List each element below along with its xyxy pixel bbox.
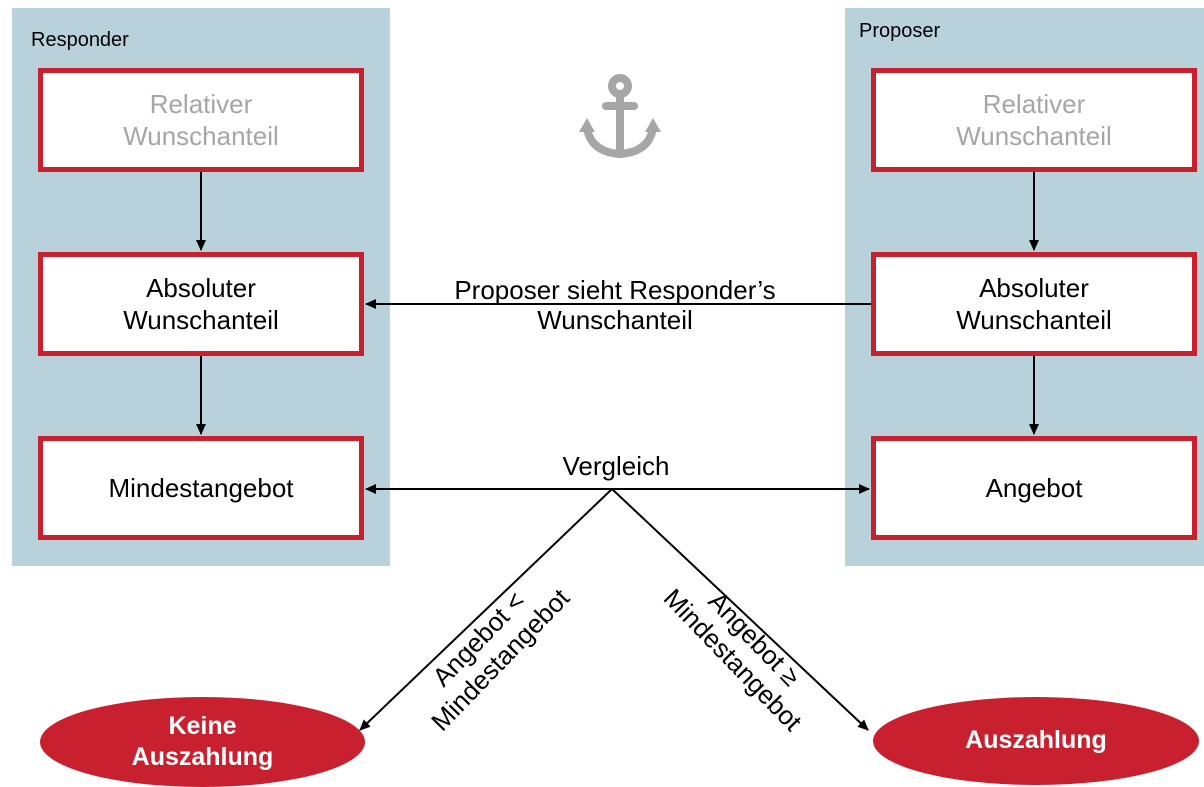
anchor-icon [575, 72, 665, 162]
proposer-offer-box: Angebot [871, 436, 1197, 540]
responder-relative-box: Relativer Wunschanteil [38, 68, 364, 172]
responder-minimum-offer-box: Mindestangebot [38, 436, 364, 540]
proposer-relative-box: Relativer Wunschanteil [871, 68, 1197, 172]
no-payout-outcome: Keine Auszahlung [40, 697, 365, 787]
sees-wish-share-label: Proposer sieht Responder’s Wunschanteil [454, 275, 776, 335]
comparison-label: Vergleich [562, 451, 670, 481]
proposer-absolute-box: Absoluter Wunschanteil [871, 252, 1197, 356]
responder-title: Responder [31, 29, 129, 51]
arrow-accept-branch [611, 488, 869, 731]
arrow-reject-branch [359, 488, 613, 731]
proposer-title: Proposer [859, 20, 941, 42]
responder-absolute-box: Absoluter Wunschanteil [38, 252, 364, 356]
payout-outcome: Auszahlung [873, 697, 1199, 785]
